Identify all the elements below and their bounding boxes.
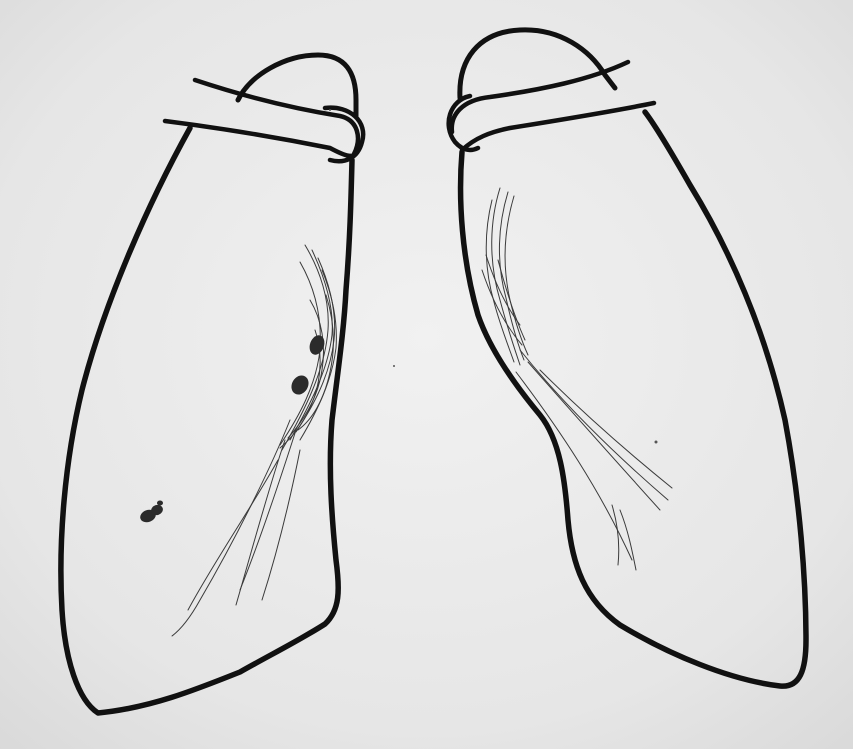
lesion-5 (157, 501, 163, 506)
